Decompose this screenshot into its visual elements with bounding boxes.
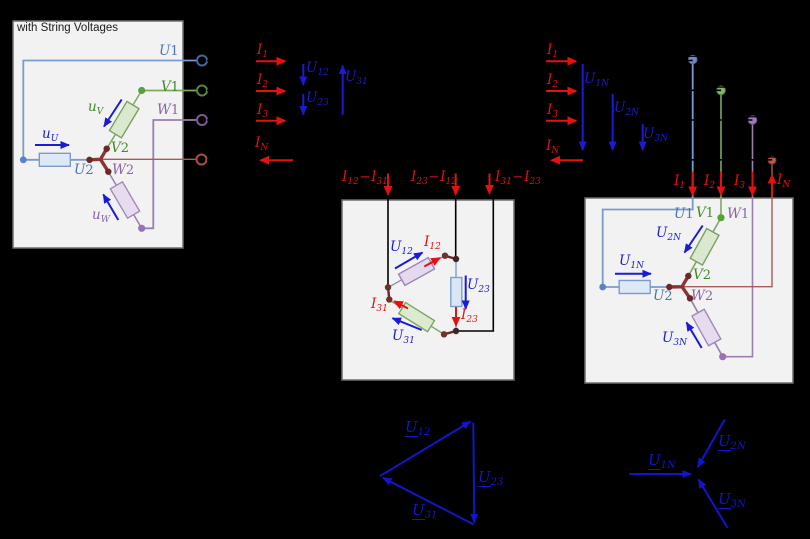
label-uw: uW [92, 207, 110, 225]
label-i2-right: I2 [547, 72, 559, 90]
arrow-uv [103, 98, 123, 128]
label-line2-current: I23−I12 [411, 169, 457, 187]
label-uu: uU [42, 126, 59, 144]
voltage-arrows [35, 64, 704, 349]
phasor-u23 [470, 422, 479, 524]
label-w1-panel3: W1 [727, 206, 750, 222]
resistor-v [108, 100, 140, 139]
wire-phase-w [141, 119, 197, 230]
resistor-23 [450, 276, 463, 308]
label-in-panel: IN [777, 172, 791, 190]
panel1-title: with String Voltages [17, 22, 119, 34]
label-i2-left: I2 [257, 72, 269, 90]
label-v1: V1 [161, 79, 180, 95]
label-i1-right: I1 [547, 42, 559, 60]
label-u12-feeder: U12 [306, 60, 329, 78]
phasor-u2n [696, 419, 726, 468]
arrow-u12-delta [394, 251, 424, 270]
label-u23-feeder: U23 [306, 90, 329, 108]
label-in-right: IN [546, 138, 560, 156]
panel-backgrounds [12, 20, 794, 384]
label-v2: V2 [111, 140, 130, 156]
panel-star-string-voltages [12, 20, 184, 249]
terminal-v1 [196, 84, 208, 97]
right-star-circuit [599, 54, 777, 361]
phasor-diagrams [379, 419, 729, 529]
resistor-u [618, 279, 651, 295]
arrow-i31 [392, 300, 409, 310]
label-i3-panel: I3 [734, 173, 746, 191]
label-line3-current: I31−I23 [495, 169, 541, 187]
terminal-n [195, 153, 208, 166]
arrow-i12 [423, 257, 442, 268]
resistor-w [109, 180, 141, 220]
phasor-label-u23: U23 [478, 468, 504, 488]
label-u2: U2 [74, 162, 94, 178]
label-u3n-feeder: U3N [643, 126, 668, 144]
label-i3-left: I3 [257, 102, 269, 120]
label-u2n-feeder: U2N [614, 100, 639, 118]
label-u1-panel3: U1 [674, 206, 694, 222]
arrow-u3n-panel [685, 321, 703, 349]
phasor-label-u3n: U3N [718, 490, 746, 510]
label-u1n-feeder: U1N [584, 71, 609, 89]
label-line1-current: I12−I31 [342, 169, 388, 187]
label-i23-delta: I23 [461, 307, 478, 325]
current-arrows [256, 56, 777, 327]
label-u1n-panel: U1N [619, 253, 644, 271]
label-i1-panel: I1 [674, 173, 686, 191]
label-w2-panel3: W2 [691, 288, 714, 304]
label-u23-delta: U23 [467, 277, 490, 295]
label-in-left: IN [255, 135, 269, 153]
label-i31-delta: I31 [371, 296, 388, 314]
resistor-v [689, 227, 720, 267]
label-u12-delta: U12 [390, 239, 413, 257]
terminal-w1 [196, 114, 208, 126]
arrow-uw [102, 193, 120, 221]
wire-neutral [682, 164, 773, 288]
phasor-label-u1n: U1N [648, 451, 676, 471]
node-dot-v [138, 86, 146, 95]
label-u1: U1 [159, 43, 179, 59]
label-w2: W2 [112, 162, 135, 178]
label-u2n-panel: U2N [656, 225, 681, 243]
label-v2-panel3: V2 [693, 267, 712, 283]
left-star-circuit [19, 54, 208, 232]
label-i3-right: I3 [547, 102, 559, 120]
label-uv: uV [88, 99, 104, 117]
phasor-label-u2n: U2N [718, 432, 746, 452]
phasor-u12 [379, 420, 472, 477]
label-i1-left: I1 [257, 42, 269, 60]
label-v1-panel3: V1 [696, 205, 715, 221]
label-i2-panel: I2 [704, 173, 716, 191]
resistor-w [691, 308, 722, 347]
node-dot-w [138, 224, 146, 232]
node-dot-u [19, 156, 27, 164]
panel-star-neutral [584, 197, 794, 384]
label-u3n-panel: U3N [662, 330, 687, 348]
label-u2-panel3: U2 [653, 288, 673, 304]
label-w1: W1 [157, 102, 180, 118]
phasor-label-u31: U31 [412, 501, 438, 521]
phasor-u31 [382, 476, 475, 526]
arrow-u2n-panel [683, 224, 704, 254]
panel-delta [341, 199, 515, 381]
label-u31-feeder: U31 [345, 69, 368, 87]
arrow-u31-delta [391, 317, 423, 331]
phasor-label-u12: U12 [405, 418, 431, 438]
plug-l1 [687, 54, 698, 65]
resistor-u [38, 152, 71, 168]
terminal-u1 [196, 54, 208, 67]
phasor-u3n [697, 478, 729, 529]
label-i12-delta: I12 [424, 234, 441, 252]
delta-junction-dots [384, 252, 460, 338]
label-u31-delta: U31 [392, 328, 415, 346]
